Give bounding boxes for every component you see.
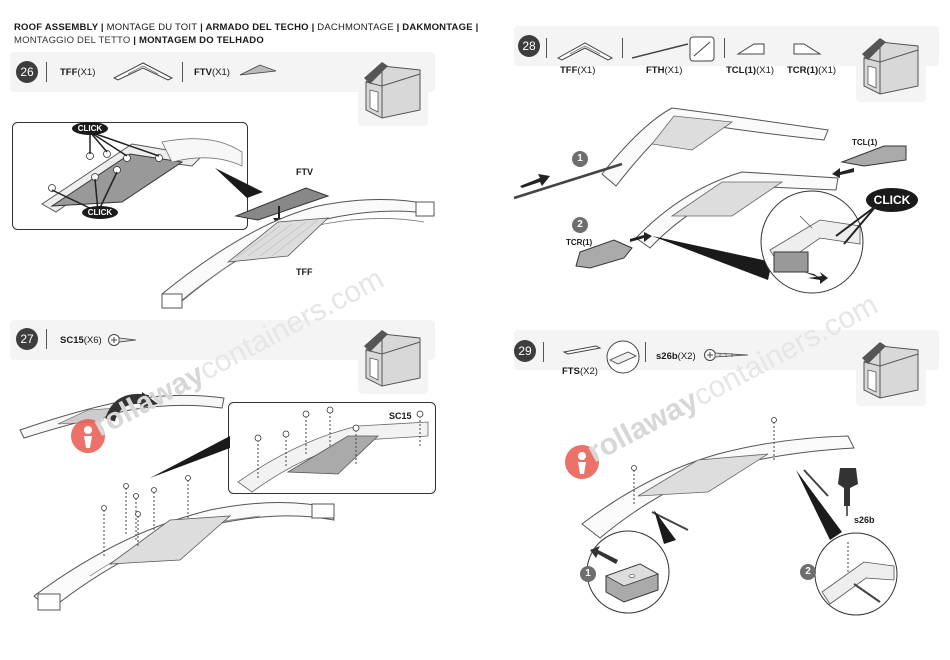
tff-part-icon	[556, 42, 614, 61]
click-pointer-lines	[835, 205, 877, 245]
shed-icon	[862, 342, 919, 399]
tcl-part-icon	[736, 43, 765, 55]
callout-pointer	[652, 236, 772, 280]
tff-part-icon	[112, 62, 174, 81]
s26b-callout-label: s26b	[854, 515, 875, 525]
tcl-cap-drawing	[840, 145, 907, 167]
step-26-number: 26	[16, 61, 38, 83]
shed-icon	[364, 62, 421, 119]
part-tff-label: TFF(X1)	[560, 65, 596, 76]
title-segment: |	[98, 22, 107, 33]
fts-detail-circle	[606, 340, 640, 374]
tcr-callout-label: TCR(1)	[566, 238, 593, 247]
shed-icon	[364, 330, 421, 387]
fth-part-icon	[631, 36, 715, 62]
insert-arrow	[630, 232, 652, 242]
part-tcr-label: TCR(1)(X1)	[787, 65, 837, 76]
truss-upper-drawing	[513, 107, 829, 200]
screw-icon	[108, 334, 137, 346]
step-badge-1: 1	[572, 151, 588, 167]
insert-arrow	[832, 168, 854, 178]
tcl-callout-label: TCL(1)	[852, 138, 878, 147]
ftv-callout-label: FTV	[296, 167, 313, 177]
truss-with-screws-drawing	[33, 475, 335, 611]
title-segment: |	[308, 22, 318, 33]
sc15-callout-label: SC15	[389, 411, 412, 421]
step-badge-1: 1	[580, 566, 596, 582]
screw-icon	[704, 349, 749, 361]
part-fth-label: FTH(X1)	[646, 65, 683, 76]
callout-pointer	[150, 436, 230, 478]
click-badge: CLICK	[82, 206, 118, 219]
detail-circle-2	[814, 532, 898, 616]
step-27-number: 27	[16, 328, 38, 350]
ftv-panel-drawing	[234, 187, 330, 221]
fts-part-icon	[562, 345, 602, 355]
part-tcl-label: TCL(1)(X1)	[726, 65, 775, 76]
callout-pointer	[796, 470, 842, 540]
tff-callout-label: TFF	[296, 267, 313, 277]
ftv-part-icon	[239, 64, 277, 76]
rollaway-logo-icon	[565, 445, 599, 479]
step-badge-2: 2	[800, 564, 816, 580]
separator	[645, 342, 646, 362]
rollaway-logo-icon	[71, 419, 105, 453]
part-tff-label: TFF(X1)	[60, 67, 96, 78]
truss-lower-drawing	[635, 171, 839, 249]
separator	[46, 329, 47, 349]
separator	[622, 38, 623, 58]
click-detail-circle	[760, 190, 864, 294]
title-segment: MONTAGE DU TOIT	[106, 22, 198, 33]
separator	[543, 342, 544, 362]
callout-pointer	[215, 168, 263, 198]
title-segment: DACHMONTAGE	[317, 22, 394, 33]
insert-arrow	[520, 174, 550, 188]
title-segment: |	[472, 22, 479, 33]
flip-truss-drawing	[19, 392, 225, 439]
shed-icon	[862, 38, 919, 95]
step-29-number: 29	[514, 340, 536, 362]
click-badge: CLICK	[72, 122, 108, 135]
click-badge: CLICK	[866, 188, 918, 212]
step-badge-2: 2	[572, 217, 588, 233]
page-subtitle: MONTAGGIO DEL TETTO | MONTAGEM DO TELHAD…	[14, 35, 264, 46]
separator	[724, 38, 725, 58]
drill-icon	[838, 468, 858, 516]
detail-circle-1	[586, 530, 670, 614]
part-sc15-label: SC15(X6)	[60, 335, 102, 346]
tff-truss-drawing	[161, 198, 435, 309]
part-ftv-label: FTV(X1)	[194, 67, 230, 78]
title-segment: DAKMONTAGE	[402, 22, 473, 33]
click-detail-box	[12, 122, 248, 230]
tcr-cap-drawing	[575, 239, 633, 269]
truss-assembly-drawing	[581, 417, 855, 539]
part-s26b-label: s26b(X2)	[656, 351, 696, 362]
title-segment: |	[197, 22, 206, 33]
title-segment: |	[393, 22, 403, 33]
title-segment: ROOF ASSEMBLY	[14, 22, 99, 33]
tcr-part-icon	[793, 43, 822, 55]
separator	[546, 38, 547, 58]
title-segment: ARMADO DEL TECHO	[205, 22, 309, 33]
page-title: ROOF ASSEMBLY | MONTAGE DU TOIT | ARMADO…	[14, 22, 478, 33]
separator	[182, 62, 183, 82]
step-28-number: 28	[518, 35, 540, 57]
part-fts-label: FTS(X2)	[562, 366, 598, 377]
callout-pointer	[654, 510, 676, 544]
separator	[46, 62, 47, 82]
